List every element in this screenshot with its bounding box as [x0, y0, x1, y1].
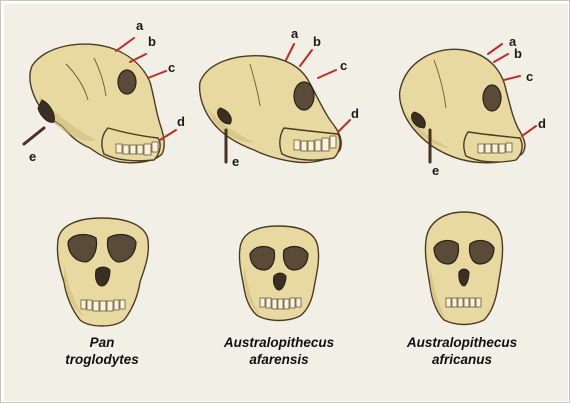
frontal-skull-afarensis [239, 226, 318, 321]
teeth-africanus-lateral [478, 143, 512, 153]
label-d-afarensis: d [351, 106, 359, 121]
label-b-africanus: b [514, 46, 522, 61]
label-c-pan: c [168, 60, 175, 75]
caption-pan-genus: Pan [12, 334, 192, 351]
caption-pan-epithet: troglodytes [12, 351, 192, 368]
frontal-skull-pan [57, 218, 148, 326]
pointer-b-africanus [494, 54, 508, 62]
lateral-skull-africanus [400, 49, 525, 162]
caption-africanus-epithet: africanus [372, 351, 552, 368]
pointer-c-afarensis [318, 70, 336, 78]
pointer-b-pan [130, 54, 146, 62]
pointer-a-pan [116, 38, 134, 51]
figure-panel: a b c d e a b c d e [4, 4, 568, 401]
label-b-afarensis: b [313, 34, 321, 49]
label-d-pan: d [177, 114, 185, 129]
label-b-pan: b [148, 34, 156, 49]
teeth-afarensis-frontal [260, 298, 301, 309]
label-c-afarensis: c [340, 58, 347, 73]
caption-afarensis-genus: Australopithecus [189, 334, 369, 351]
frontal-skull-africanus [425, 212, 502, 325]
pointer-c-africanus [504, 76, 520, 80]
lateral-skull-afarensis [200, 56, 342, 163]
pointer-a-africanus [488, 44, 502, 54]
label-e-africanus: e [432, 163, 439, 178]
caption-australopithecus-afarensis: Australopithecus afarensis [189, 334, 369, 368]
caption-afarensis-epithet: afarensis [189, 351, 369, 368]
caption-australopithecus-africanus: Australopithecus africanus [372, 334, 552, 368]
label-d-africanus: d [538, 116, 546, 131]
teeth-pan-frontal [81, 300, 125, 311]
caption-africanus-genus: Australopithecus [372, 334, 552, 351]
label-a-pan: a [136, 18, 144, 33]
label-a-afarensis: a [291, 26, 299, 41]
pointer-e-pan [24, 128, 44, 144]
label-e-afarensis: e [232, 154, 239, 169]
lateral-skull-pan [30, 44, 164, 163]
label-e-pan: e [29, 149, 36, 164]
pointer-c-pan [148, 71, 166, 78]
pointer-a-afarensis [286, 44, 294, 60]
pointer-b-afarensis [300, 50, 312, 66]
label-c-africanus: c [526, 69, 533, 84]
pointer-d-africanus [522, 126, 536, 136]
caption-pan-troglodytes: Pan troglodytes [12, 334, 192, 368]
pointer-d-afarensis [338, 120, 350, 132]
